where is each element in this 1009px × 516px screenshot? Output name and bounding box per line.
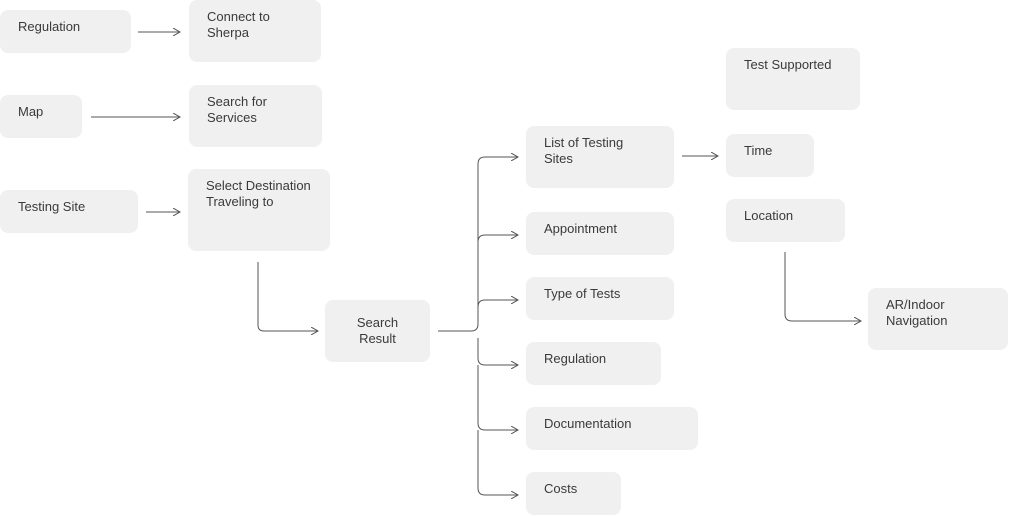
node-select-destination: Select Destination Traveling to	[188, 169, 330, 251]
branch-documentation	[477, 365, 518, 430]
node-search-result: Search Result	[325, 300, 430, 362]
node-search-services: Search for Services	[189, 85, 322, 147]
node-appointment: Appointment	[526, 212, 674, 255]
connector-search-result-trunk	[438, 157, 518, 332]
arrow-location-to-ar	[784, 252, 861, 321]
node-regulation-left: Regulation	[0, 10, 131, 53]
node-test-supported: Test Supported	[726, 48, 860, 110]
node-regulation-right: Regulation	[526, 342, 661, 385]
node-costs: Costs	[526, 472, 621, 515]
node-location: Location	[726, 199, 845, 242]
node-documentation: Documentation	[526, 407, 698, 450]
arrow-destination-to-search-result	[257, 262, 318, 331]
node-time: Time	[726, 134, 814, 177]
branch-type-of-tests	[477, 300, 518, 308]
node-type-of-tests: Type of Tests	[526, 277, 674, 320]
node-map: Map	[0, 95, 82, 138]
branch-regulation	[477, 338, 518, 365]
branch-costs	[477, 430, 518, 495]
node-ar-indoor-navigation: AR/Indoor Navigation	[868, 288, 1008, 350]
node-testing-site: Testing Site	[0, 190, 138, 233]
node-list-testing-sites: List of Testing Sites	[526, 126, 674, 188]
node-connect-sherpa: Connect to Sherpa	[189, 0, 321, 62]
branch-appointment	[477, 235, 518, 243]
